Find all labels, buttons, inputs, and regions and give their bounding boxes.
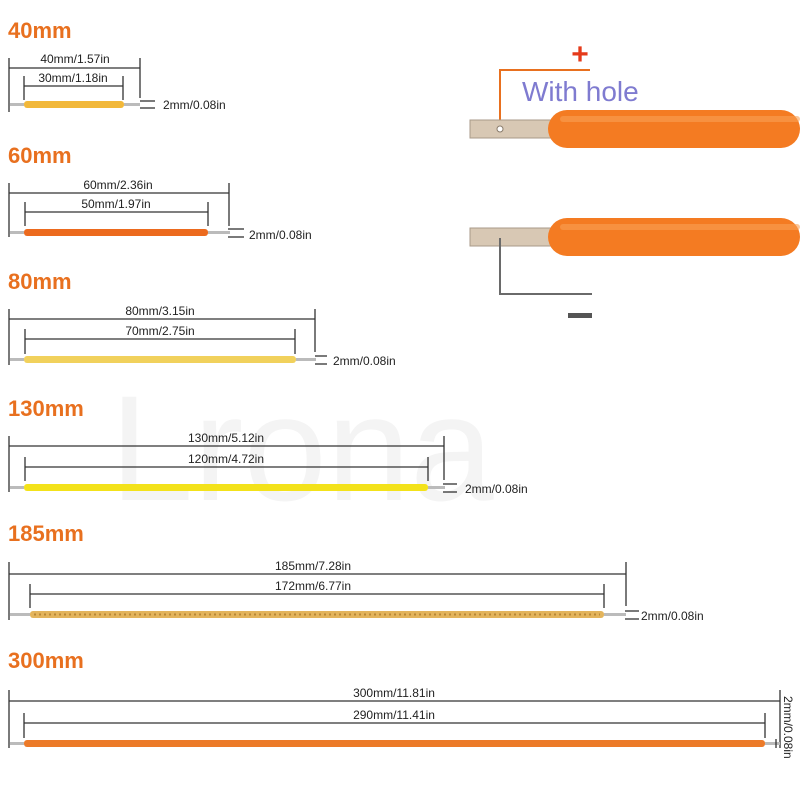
inner-dimension-40mm: 30mm/1.18in (38, 71, 107, 85)
filament-185mm-group: 185mm 185mm/7.28in 172mm/6.77in 2mm/0.08… (8, 521, 704, 623)
filament-pin (10, 103, 24, 106)
inner-dimension-300mm: 290mm/11.41in (353, 708, 435, 722)
end-dimension-185mm: 2mm/0.08in (641, 609, 704, 623)
filament-pin (765, 742, 780, 745)
positive-leader-line (499, 69, 590, 128)
end-dimension-300mm: 2mm/0.08in (781, 696, 795, 759)
negative-leader-line (499, 238, 592, 295)
negative-terminal-text: − (580, 319, 581, 321)
polarity-detail: + With hole − (469, 38, 800, 321)
filament-pin (296, 358, 316, 361)
negative-tube (548, 218, 800, 256)
filament-60mm-group: 60mm 60mm/2.36in 50mm/1.97in 2mm/0.08in (8, 143, 312, 242)
filament-300mm-group: 300mm 300mm/11.81in 290mm/11.41in 2mm/0.… (8, 648, 795, 759)
end-dimension-130mm: 2mm/0.08in (465, 482, 528, 496)
tube-highlight (560, 116, 800, 122)
filament-pin (10, 231, 24, 234)
inner-dimension-80mm: 70mm/2.75in (125, 324, 194, 338)
filament-pin (208, 231, 230, 234)
filament-pin (10, 486, 24, 489)
total-dimension-40mm: 40mm/1.57in (40, 52, 109, 66)
filament-title-130mm: 130mm (8, 396, 84, 421)
end-dimension-80mm: 2mm/0.08in (333, 354, 396, 368)
total-dimension-60mm: 60mm/2.36in (83, 178, 152, 192)
inner-dimension-185mm: 172mm/6.77in (275, 579, 351, 593)
total-dimension-300mm: 300mm/11.81in (353, 686, 435, 700)
filament-strip-185mm (30, 611, 604, 618)
filament-title-80mm: 80mm (8, 269, 72, 294)
filament-40mm-group: 40mm 40mm/1.57in 30mm/1.18in 2mm/0.08in (8, 18, 226, 112)
filament-pin (124, 103, 140, 106)
inner-dimension-130mm: 120mm/4.72in (188, 452, 264, 466)
filament-strip-60mm (24, 229, 208, 236)
total-dimension-130mm: 130mm/5.12in (188, 431, 264, 445)
filament-strip-80mm (24, 356, 296, 363)
pin-hole-icon (496, 125, 504, 133)
filament-130mm-group: 130mm 130mm/5.12in 120mm/4.72in 2mm/0.08… (8, 396, 528, 496)
filament-title-60mm: 60mm (8, 143, 72, 168)
tube-highlight (560, 224, 800, 230)
inner-dimension-60mm: 50mm/1.97in (81, 197, 150, 211)
filament-pin (604, 613, 626, 616)
filament-pin (10, 742, 24, 745)
filament-pin (10, 358, 24, 361)
total-dimension-80mm: 80mm/3.15in (125, 304, 194, 318)
total-dimension-185mm: 185mm/7.28in (275, 559, 351, 573)
positive-tube (548, 110, 800, 148)
filament-strip-130mm (24, 484, 428, 491)
filament-strip-300mm (24, 740, 765, 747)
filament-strip-40mm (24, 101, 124, 108)
filament-80mm-group: 80mm 80mm/3.15in 70mm/2.75in 2mm/0.08in (8, 269, 396, 368)
filament-title-300mm: 300mm (8, 648, 84, 673)
positive-terminal-sign: + (571, 38, 589, 71)
filament-pin (10, 613, 30, 616)
watermark-text: Lrona (110, 364, 494, 532)
end-dimension-60mm: 2mm/0.08in (249, 228, 312, 242)
filament-pin (428, 486, 445, 489)
negative-terminal-sign (568, 313, 592, 318)
with-hole-label: With hole (522, 76, 639, 107)
end-dimension-40mm: 2mm/0.08in (163, 98, 226, 112)
filament-title-185mm: 185mm (8, 521, 84, 546)
filament-title-40mm: 40mm (8, 18, 72, 43)
